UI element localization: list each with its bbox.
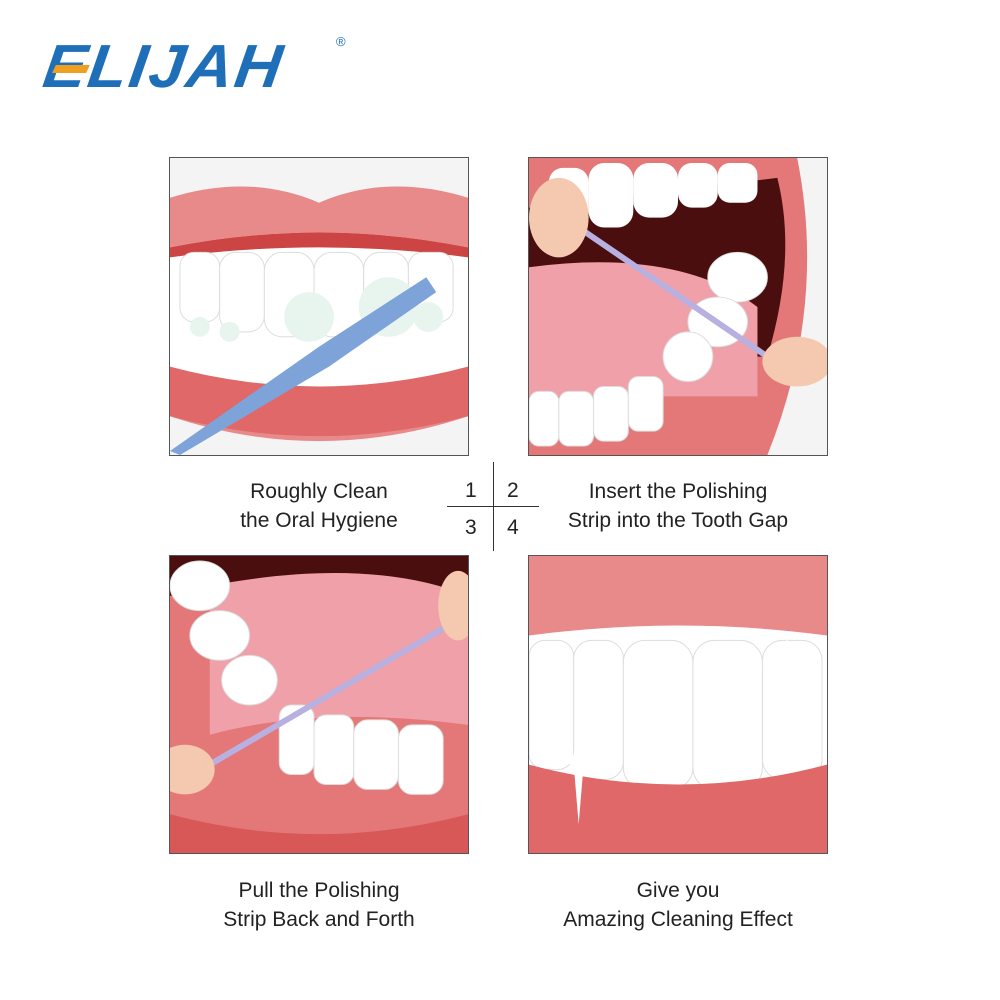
step-number-1: 1 — [465, 479, 477, 502]
step-4-caption-line-2: Amazing Cleaning Effect — [563, 908, 793, 931]
step-1-caption: Roughly Clean the Oral Hygiene — [169, 477, 469, 535]
step-number-2: 2 — [507, 479, 519, 502]
step-1-caption-line-2: the Oral Hygiene — [240, 509, 398, 532]
step-2-caption-line-1: Insert the Polishing — [588, 480, 768, 503]
step-1-caption-line-1: Roughly Clean — [250, 480, 388, 503]
elijah-logo: ELIJAH ® — [39, 30, 364, 102]
step-2-illustration — [528, 157, 828, 456]
divider-horizontal — [447, 506, 539, 507]
step-3-caption-line-1: Pull the Polishing — [238, 879, 400, 902]
step-number-3: 3 — [465, 516, 477, 539]
step-1-illustration — [169, 157, 469, 456]
step-3-illustration — [169, 555, 469, 854]
step-2-caption-line-2: Strip into the Tooth Gap — [567, 509, 789, 532]
step-number-4: 4 — [507, 516, 519, 539]
step-3-caption-line-2: Strip Back and Forth — [223, 908, 415, 931]
registered-mark: ® — [336, 34, 346, 49]
step-4-illustration — [528, 555, 828, 854]
logo-orange-bar — [52, 65, 90, 73]
step-4-caption-line-1: Give you — [636, 879, 720, 902]
